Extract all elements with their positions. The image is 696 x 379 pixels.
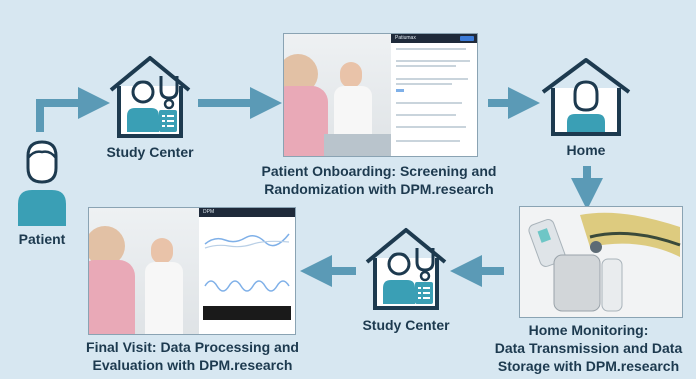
person-icon [127, 80, 159, 132]
house-icon [109, 56, 191, 138]
final-visit-screenshot: DPM [88, 207, 296, 335]
onboarding-label-line2: Randomization with DPM.research [264, 181, 494, 197]
clipboard-icon [159, 110, 177, 132]
stethoscope-icon [415, 248, 435, 282]
person-icon [383, 252, 415, 304]
onboarding-label: Patient Onboarding: Screening and Random… [248, 162, 510, 198]
monitoring-device-illustration [528, 212, 681, 312]
final-visit-label-line1: Final Visit: Data Processing and [86, 339, 299, 355]
consultation-photo [284, 34, 392, 156]
arrow-icon [36, 87, 110, 132]
analysis-screen: DPM [199, 208, 295, 334]
form-screen: Patiumax [391, 34, 477, 156]
house-icon [365, 228, 447, 310]
home-label: Home [566, 142, 606, 158]
signal-chart-illustration [204, 280, 290, 292]
person-icon [18, 140, 66, 226]
study-center-bottom-label: Study Center [362, 317, 450, 333]
final-visit-label: Final Visit: Data Processing and Evaluat… [60, 338, 325, 374]
home-monitoring-label-line2: Data Transmission and Data [494, 340, 683, 356]
patient-label: Patient [18, 231, 66, 247]
house-icon [541, 58, 631, 136]
person-icon [567, 80, 605, 132]
onboarding-label-line1: Patient Onboarding: Screening and [261, 163, 497, 179]
onboarding-screenshot: Patiumax [283, 33, 478, 157]
study-center-top-label: Study Center [106, 144, 194, 160]
trend-chart-illustration [204, 233, 290, 249]
stethoscope-icon [159, 76, 179, 110]
waveform-strip [203, 306, 291, 320]
home-monitoring-label-line1: Home Monitoring: [528, 322, 649, 338]
home-monitoring-photo [519, 206, 683, 318]
consultation-photo [89, 208, 199, 334]
clipboard-icon [415, 282, 433, 304]
home-monitoring-label: Home Monitoring: Data Transmission and D… [481, 321, 696, 375]
home-monitoring-label-line3: Storage with DPM.research [497, 358, 680, 374]
final-visit-label-line2: Evaluation with DPM.research [92, 357, 293, 373]
